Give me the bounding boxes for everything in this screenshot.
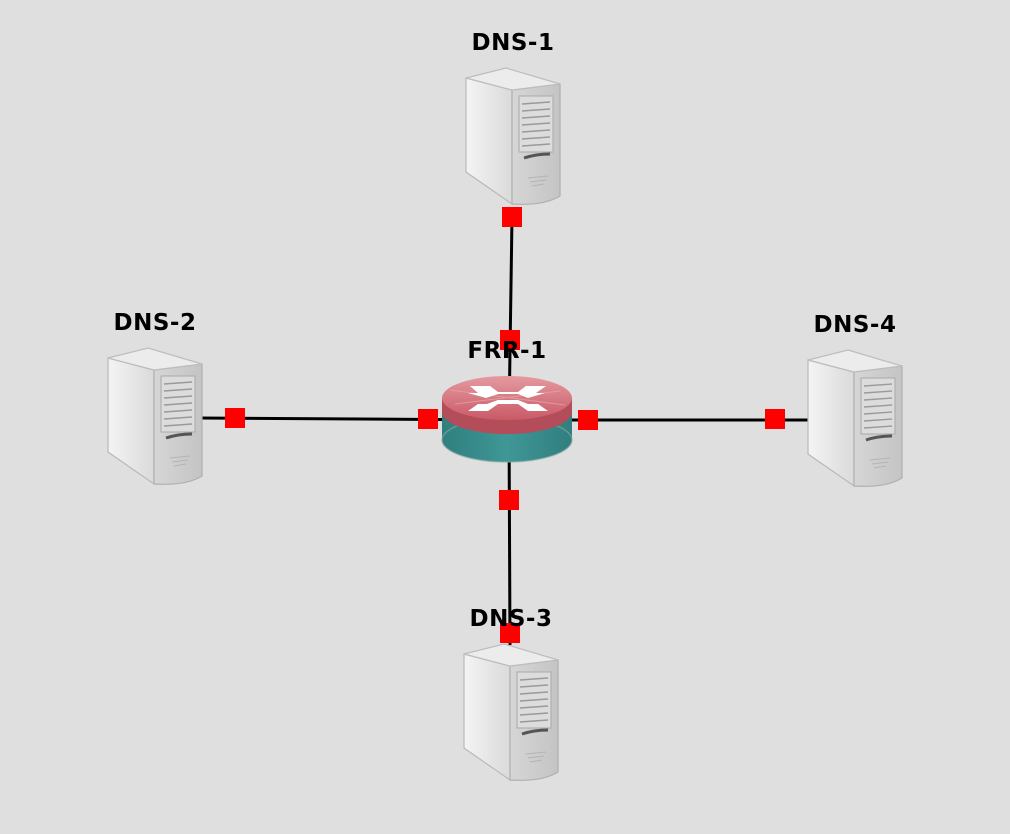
port-frr1-west[interactable]	[418, 409, 438, 429]
server-icon[interactable]	[806, 348, 904, 488]
node-label-dns-2: DNS-2	[113, 310, 197, 336]
node-label-dns-3: DNS-3	[469, 606, 553, 632]
port-frr1-north[interactable]	[500, 330, 520, 350]
port-dns4[interactable]	[765, 409, 785, 429]
node-label-frr-1: FRR-1	[467, 338, 547, 364]
ports	[225, 207, 785, 643]
router-icon[interactable]	[441, 376, 573, 463]
node-label-dns-1: DNS-1	[471, 30, 555, 56]
port-frr1-east[interactable]	[578, 410, 598, 430]
server-icon[interactable]	[464, 66, 562, 206]
server-icon[interactable]	[462, 642, 560, 782]
port-dns2[interactable]	[225, 408, 245, 428]
port-dns3[interactable]	[500, 623, 520, 643]
node-label-dns-4: DNS-4	[813, 312, 897, 338]
port-frr1-south[interactable]	[499, 490, 519, 510]
port-dns1[interactable]	[502, 207, 522, 227]
server-icon[interactable]	[106, 346, 204, 486]
